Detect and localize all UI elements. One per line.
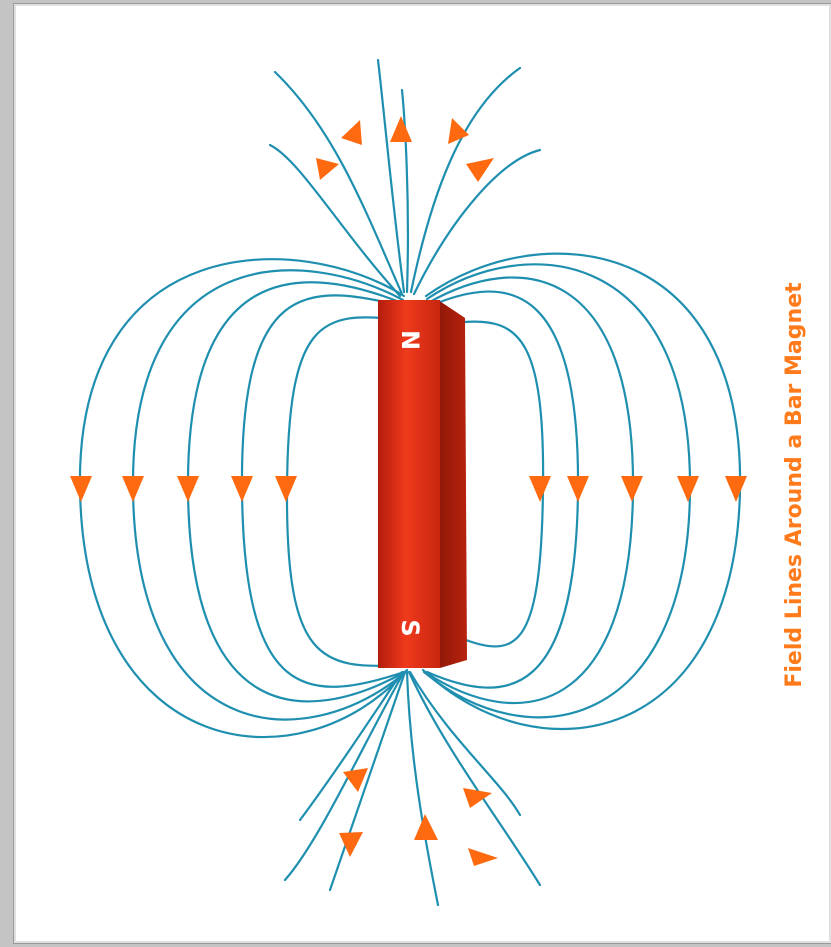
bar-magnet-field-diagram: N S Field Lines Around a Bar Magnet [16, 6, 829, 941]
north-pole-label: N [396, 330, 424, 350]
arrow-right-1 [529, 476, 551, 502]
field-line-north-1 [270, 145, 400, 296]
field-line-north-5 [411, 68, 520, 292]
arrow-north-3 [390, 116, 412, 142]
magnet-side-face [438, 300, 467, 668]
magnet-front-face [378, 300, 440, 668]
arrow-left-4 [231, 476, 253, 502]
field-line-left-3 [188, 282, 405, 701]
arrow-south-5 [468, 848, 498, 866]
arrow-left-2 [122, 476, 144, 502]
field-line-north-4 [402, 90, 408, 292]
arrow-north-5 [466, 158, 494, 182]
field-line-north-3 [378, 60, 404, 292]
bar-magnet: N S [378, 300, 467, 668]
arrow-right-4 [677, 476, 699, 502]
south-pole-label: S [396, 619, 424, 636]
field-line-right-5 [464, 322, 543, 647]
arrow-north-1 [316, 158, 339, 180]
arrow-south-3 [414, 814, 438, 840]
diagram-frame: N S Field Lines Around a Bar Magnet [16, 6, 829, 941]
arrow-left-1 [70, 476, 92, 502]
arrow-north-2 [341, 120, 362, 145]
diagram-caption: Field Lines Around a Bar Magnet [782, 282, 807, 688]
arrow-left-3 [177, 476, 199, 502]
arrow-right-2 [567, 476, 589, 502]
arrow-left-5 [275, 476, 297, 502]
arrow-right-5 [725, 476, 747, 502]
field-lines-south [285, 672, 540, 905]
arrow-right-3 [621, 476, 643, 502]
